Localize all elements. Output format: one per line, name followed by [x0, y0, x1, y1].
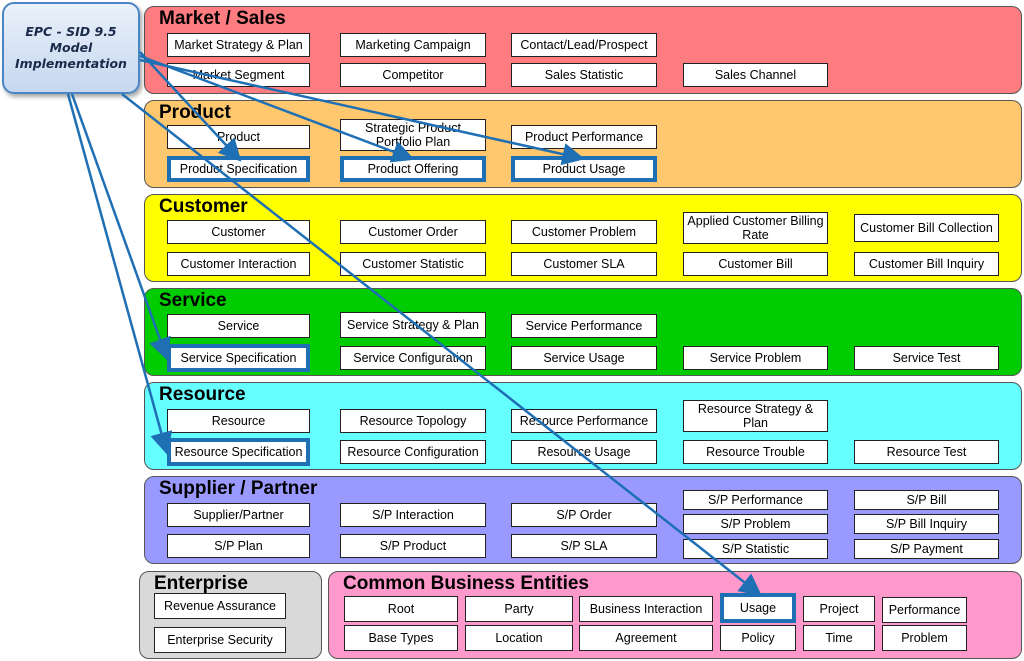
entity-s-p-statistic: S/P Statistic: [683, 539, 828, 559]
entity-customer-problem: Customer Problem: [511, 220, 657, 244]
entity-customer-statistic: Customer Statistic: [340, 252, 486, 276]
domain-title: Supplier / Partner: [159, 478, 318, 499]
entity-supplier-partner: Supplier/Partner: [167, 503, 310, 527]
entity-time: Time: [803, 625, 875, 651]
entity-usage: Usage: [720, 593, 796, 623]
entity-product-performance: Product Performance: [511, 125, 657, 149]
entity-service-usage: Service Usage: [511, 346, 657, 370]
entity-market-segment: Market Segment: [167, 63, 310, 87]
entity-resource-specification: Resource Specification: [167, 438, 310, 466]
entity-contact-lead-prospect: Contact/Lead/Prospect: [511, 33, 657, 57]
entity-market-strategy-and-plan: Market Strategy & Plan: [167, 33, 310, 57]
entity-marketing-campaign: Marketing Campaign: [340, 33, 486, 57]
entity-s-p-product: S/P Product: [340, 534, 486, 558]
entity-customer-bill-collection: Customer Bill Collection: [854, 214, 999, 242]
entity-customer-bill-inquiry: Customer Bill Inquiry: [854, 252, 999, 276]
entity-customer-order: Customer Order: [340, 220, 486, 244]
entity-root: Root: [344, 596, 458, 622]
entity-project: Project: [803, 596, 875, 622]
entity-applied-customer-billing-rate: Applied Customer Billing Rate: [683, 212, 828, 244]
entity-service-performance: Service Performance: [511, 314, 657, 338]
entity-base-types: Base Types: [344, 625, 458, 651]
entity-s-p-order: S/P Order: [511, 503, 657, 527]
entity-s-p-interaction: S/P Interaction: [340, 503, 486, 527]
entity-product: Product: [167, 125, 310, 149]
entity-revenue-assurance: Revenue Assurance: [154, 593, 286, 619]
entity-s-p-bill-inquiry: S/P Bill Inquiry: [854, 514, 999, 534]
entity-s-p-sla: S/P SLA: [511, 534, 657, 558]
entity-resource-configuration: Resource Configuration: [340, 440, 486, 464]
entity-resource-strategy-and-plan: Resource Strategy & Plan: [683, 400, 828, 432]
domain-title: Common Business Entities: [343, 573, 589, 594]
entity-resource-performance: Resource Performance: [511, 409, 657, 433]
domain-title: Service: [159, 290, 227, 311]
entity-customer-bill: Customer Bill: [683, 252, 828, 276]
entity-sales-channel: Sales Channel: [683, 63, 828, 87]
entity-enterprise-security: Enterprise Security: [154, 627, 286, 653]
model-line: Model: [49, 40, 93, 55]
entity-product-usage: Product Usage: [511, 156, 657, 182]
domain-title: Customer: [159, 196, 248, 217]
entity-s-p-payment: S/P Payment: [854, 539, 999, 559]
entity-resource-test: Resource Test: [854, 440, 999, 464]
entity-strategic-product-portfolio-plan: Strategic Product Portfolio Plan: [340, 119, 486, 151]
entity-product-specification: Product Specification: [167, 156, 310, 182]
model-implementation-box: EPC - SID 9.5 Model Implementation: [2, 2, 140, 94]
domain-title: Resource: [159, 384, 246, 405]
entity-problem: Problem: [882, 625, 967, 651]
entity-resource-usage: Resource Usage: [511, 440, 657, 464]
entity-party: Party: [465, 596, 573, 622]
entity-business-interaction: Business Interaction: [579, 596, 713, 622]
model-line: EPC - SID 9.5: [25, 24, 117, 39]
entity-service: Service: [167, 314, 310, 338]
entity-performance: Performance: [882, 597, 967, 623]
domain-title: Product: [159, 102, 231, 123]
entity-product-offering: Product Offering: [340, 156, 486, 182]
entity-agreement: Agreement: [579, 625, 713, 651]
entity-resource-trouble: Resource Trouble: [683, 440, 828, 464]
entity-resource: Resource: [167, 409, 310, 433]
model-line: Implementation: [15, 56, 127, 71]
entity-customer: Customer: [167, 220, 310, 244]
entity-service-specification: Service Specification: [167, 344, 310, 372]
entity-s-p-performance: S/P Performance: [683, 490, 828, 510]
domain-title: Market / Sales: [159, 8, 286, 29]
entity-policy: Policy: [720, 625, 796, 651]
entity-s-p-bill: S/P Bill: [854, 490, 999, 510]
entity-location: Location: [465, 625, 573, 651]
entity-s-p-plan: S/P Plan: [167, 534, 310, 558]
entity-s-p-problem: S/P Problem: [683, 514, 828, 534]
entity-sales-statistic: Sales Statistic: [511, 63, 657, 87]
entity-customer-interaction: Customer Interaction: [167, 252, 310, 276]
entity-resource-topology: Resource Topology: [340, 409, 486, 433]
entity-service-strategy-and-plan: Service Strategy & Plan: [340, 312, 486, 338]
entity-service-problem: Service Problem: [683, 346, 828, 370]
entity-service-test: Service Test: [854, 346, 999, 370]
entity-service-configuration: Service Configuration: [340, 346, 486, 370]
entity-competitor: Competitor: [340, 63, 486, 87]
domain-title: Enterprise: [154, 573, 248, 594]
entity-customer-sla: Customer SLA: [511, 252, 657, 276]
